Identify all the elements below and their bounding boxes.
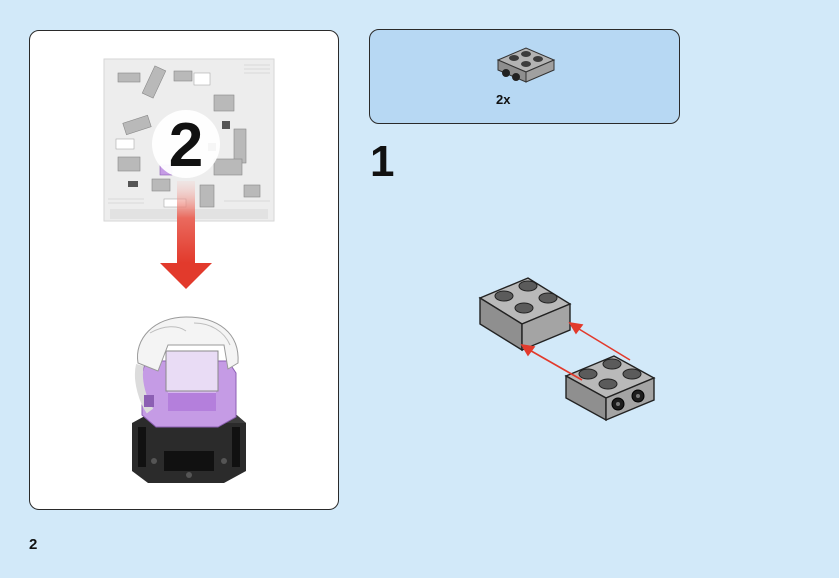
- assembly-illustration: [478, 277, 656, 422]
- bag-panel: 2: [29, 30, 339, 510]
- brickheadz-figure-icon: [132, 316, 246, 483]
- step-number: 1: [370, 137, 395, 186]
- page-number: 2: [29, 536, 38, 553]
- bag-number: 2: [168, 111, 204, 180]
- gray-plate-bottom: [564, 355, 656, 422]
- gray-plate-top: [478, 277, 572, 352]
- part-quantity: 2x: [496, 92, 511, 107]
- down-arrow-icon: [160, 181, 212, 289]
- assembly-arrow-icon: [520, 321, 631, 381]
- gray-plate-icon: [496, 47, 556, 83]
- parts-list-panel: 2x: [369, 29, 680, 124]
